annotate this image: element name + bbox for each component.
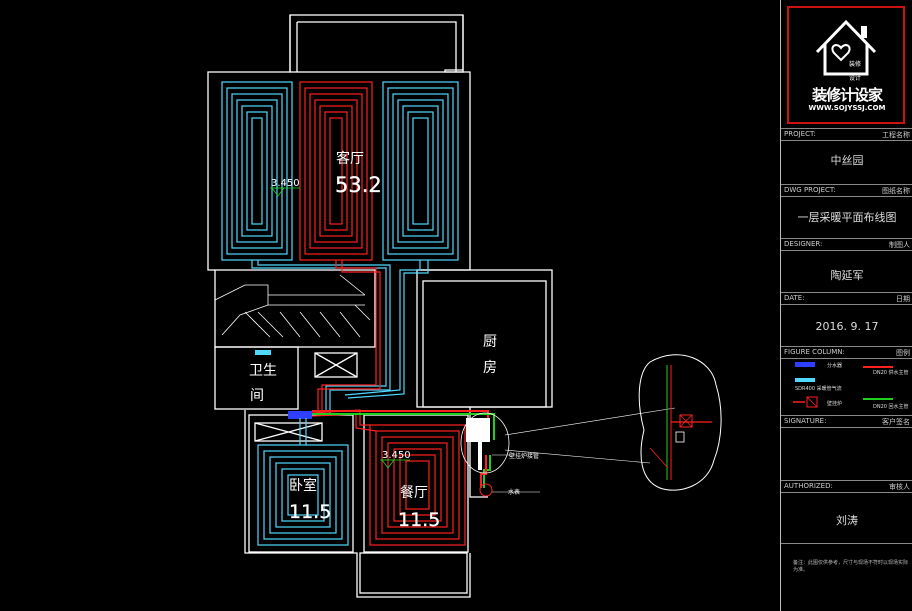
dwg-project-value: 一层采暖平面布线图: [797, 211, 897, 224]
legend-radiator: SDR400 采暖管气流: [795, 386, 842, 392]
designer-value: 陶延军: [830, 269, 864, 282]
bedroom-label: 卧室: [289, 477, 317, 494]
living-level: 3.450: [271, 178, 300, 189]
water-meter-symbol: [479, 483, 493, 497]
bedroom-area: 11.5: [289, 501, 331, 523]
dwg-project-label-cn: 图纸名称: [882, 187, 910, 195]
figure-column-label-cn: 图例: [896, 349, 910, 357]
dining-label: 餐厅: [400, 485, 428, 501]
legend-swatch-boiler: [793, 396, 818, 408]
project-label-cn: 工程名称: [882, 131, 910, 139]
bath-radiator: [255, 350, 271, 355]
company-logo: 装修 设计 装修计设家 WWW.SOJYSSJ.COM: [787, 6, 905, 124]
living-room-label: 客厅: [336, 150, 364, 167]
dining-level: 3.450: [382, 450, 411, 461]
legend-swatch-return: [863, 398, 893, 400]
project-value: 中丝园: [830, 154, 864, 167]
level-marker-dining: [380, 459, 410, 469]
title-block: 装修 设计 装修计设家 WWW.SOJYSSJ.COM PROJECT: 工程名…: [780, 0, 912, 611]
designer-label-cn: 制图人: [889, 241, 910, 249]
date-label-cn: 日期: [896, 295, 910, 303]
figure-column-header: FIGURE COLUMN: 图例: [781, 346, 912, 359]
water-meter-annotation: 水表: [508, 488, 520, 496]
note-divider: [781, 543, 912, 544]
logo-tagline-2: 设计: [849, 74, 861, 82]
legend-manifold: 分水器: [827, 363, 843, 369]
date-label-en: DATE:: [784, 294, 805, 302]
living-heating-loops: [221, 81, 459, 415]
project-label-en: PROJECT:: [784, 130, 816, 138]
legend-swatch-radiator: [795, 378, 815, 382]
authorized-value: 刘涛: [836, 514, 858, 527]
living-loop-left: [221, 81, 293, 261]
legend-swatch-manifold: [795, 362, 815, 367]
logo-tagline: 装修: [849, 60, 861, 68]
level-marker-living: [270, 187, 300, 197]
bath-label-2: 间: [250, 388, 264, 404]
manifold-annotation: 壁挂炉接管: [509, 452, 539, 460]
authorized-header: AUTHORIZED: 审核人: [781, 480, 912, 493]
signature-label-cn: 客户签名: [882, 418, 910, 426]
legend-supply: DN20 供水主管: [873, 370, 909, 376]
designer-label-en: DESIGNER:: [784, 240, 823, 248]
boiler-callout-circle: [460, 412, 510, 474]
signature-label-en: SIGNATURE:: [784, 417, 827, 425]
signature-header: SIGNATURE: 客户签名: [781, 415, 912, 428]
authorized-label-cn: 审核人: [889, 483, 910, 491]
logo-url: WWW.SOJYSSJ.COM: [808, 104, 886, 112]
living-loop-right: [382, 81, 459, 261]
bedroom-heating-loop: [257, 418, 349, 546]
legend-boiler: 壁挂炉: [827, 401, 843, 407]
dwg-project-label-en: DWG PROJECT:: [784, 186, 836, 194]
bath-label-1: 卫生: [249, 363, 277, 379]
detail-bubble: [638, 354, 722, 491]
designer-header: DESIGNER: 制图人: [781, 238, 912, 251]
authorized-label-en: AUTHORIZED:: [784, 482, 833, 490]
dining-area: 11.5: [398, 509, 440, 531]
walls: [207, 14, 553, 598]
date-value: 2016. 9. 17: [815, 320, 879, 333]
legend-swatch-supply: [863, 366, 893, 368]
living-loop-middle: [299, 81, 373, 261]
manifold: [288, 411, 312, 419]
dining-heating-loop: [311, 409, 466, 546]
figure-column-label-en: FIGURE COLUMN:: [784, 348, 845, 356]
legend-return: DN20 回水主管: [873, 404, 909, 410]
living-room-area: 53.2: [335, 173, 382, 197]
project-header: PROJECT: 工程名称: [781, 128, 912, 141]
kitchen-label-2: 房: [483, 360, 497, 376]
dwg-project-header: DWG PROJECT: 图纸名称: [781, 184, 912, 197]
logo-name: 装修计设家: [811, 86, 883, 104]
house-logo-icon: 装修 设计: [815, 19, 877, 82]
date-header: DATE: 日期: [781, 292, 912, 305]
staircase: [214, 274, 371, 338]
floor-plan-drawing: 客厅 53.2 3.450 厨 房 卫生 间 卧室 11.5 餐厅 11.5 3…: [207, 14, 722, 598]
boiler: [466, 418, 490, 442]
note-text: 备注：此图仅供参考，尺寸与现场不符时以现场实际为准。: [793, 560, 909, 573]
kitchen-label-1: 厨: [483, 334, 497, 350]
